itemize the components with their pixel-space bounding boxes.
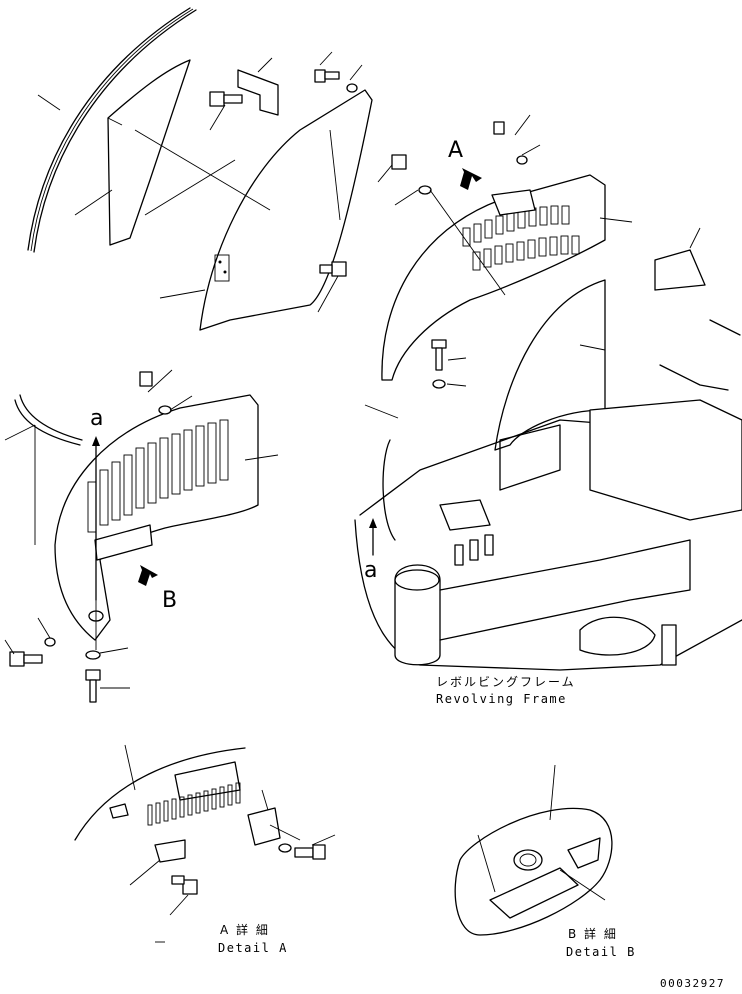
bolts-mid-left bbox=[9, 371, 172, 703]
insulation-pad bbox=[107, 59, 191, 246]
revolving-frame bbox=[354, 399, 742, 671]
frame-label-jp: レボルビングフレーム bbox=[436, 675, 576, 689]
seal-strip bbox=[27, 7, 197, 253]
leader-lines-top-right bbox=[364, 114, 701, 419]
section-arrow-a-right bbox=[369, 518, 377, 556]
detail-b-title-en: Detail B bbox=[566, 945, 636, 959]
callout-section-a-right: a bbox=[364, 558, 378, 583]
detail-b-title-jp: B 詳 細 bbox=[568, 927, 618, 941]
side-cover-upper bbox=[199, 89, 373, 331]
detail-a-drawing bbox=[74, 744, 336, 943]
detail-a-title-en: Detail A bbox=[218, 941, 288, 955]
leader-lines-mid-left bbox=[4, 369, 279, 689]
bracket-top bbox=[237, 69, 279, 116]
drawing-number: 00032927 bbox=[660, 977, 725, 990]
leader-lines-top-left bbox=[37, 51, 363, 313]
inner-panel bbox=[494, 249, 741, 451]
frame-label-en: Revolving Frame bbox=[436, 692, 567, 706]
lower-cover bbox=[54, 394, 259, 641]
bolts-top-left bbox=[209, 69, 358, 277]
callout-view-b: B bbox=[162, 588, 178, 613]
section-arrow-a-left bbox=[92, 436, 100, 601]
detail-a-title-jp: A 詳 細 bbox=[220, 923, 270, 937]
callout-view-a: A bbox=[448, 138, 464, 163]
hose-strip bbox=[14, 394, 83, 446]
rear-cover-grille bbox=[381, 174, 606, 381]
bolts-top-right bbox=[391, 121, 528, 389]
view-arrow-a bbox=[460, 168, 482, 190]
view-arrow-b bbox=[138, 565, 158, 586]
detail-b-drawing bbox=[454, 764, 613, 936]
callout-section-a-left: a bbox=[90, 406, 104, 431]
